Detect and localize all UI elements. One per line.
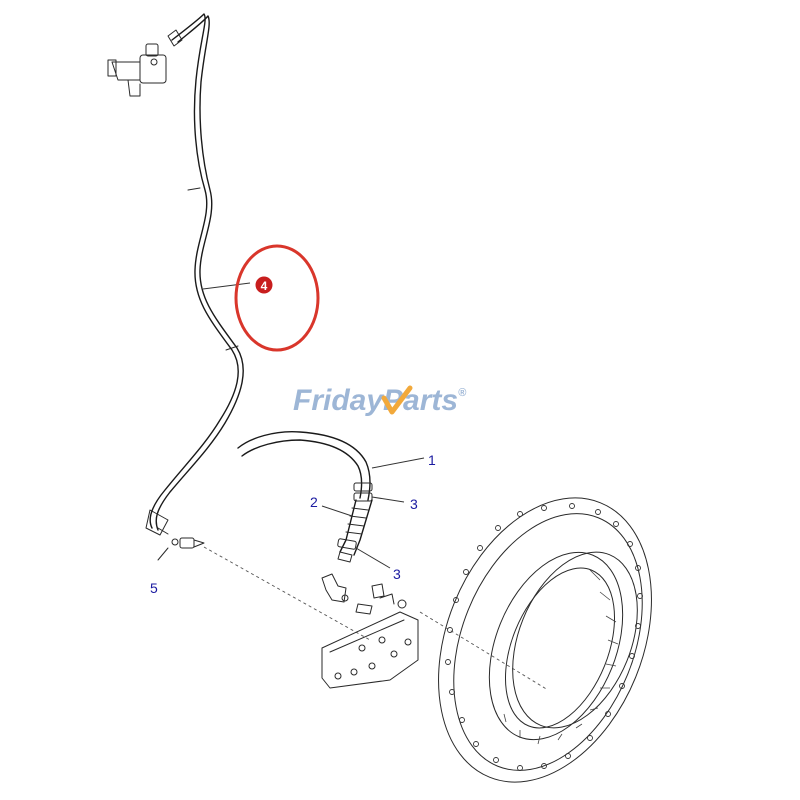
dashed-guide-2 bbox=[419, 611, 549, 691]
hose-parts-1-2 bbox=[237, 430, 373, 563]
bracket-plate bbox=[321, 611, 419, 689]
watermark-part2: Parts bbox=[383, 384, 458, 417]
watermark-part1: Friday bbox=[293, 384, 384, 417]
watermark-symbol: ® bbox=[458, 387, 467, 399]
callout-5: 5 bbox=[150, 580, 158, 596]
highlight-ring bbox=[234, 244, 320, 352]
leader-2 bbox=[321, 505, 353, 517]
dashed-guide bbox=[203, 546, 371, 641]
ring-bolt-holes bbox=[445, 503, 643, 771]
callout-badge-4 bbox=[255, 276, 273, 294]
leader-3a bbox=[371, 496, 405, 503]
fitting-part-5 bbox=[157, 537, 205, 561]
callout-4: 4 bbox=[261, 279, 268, 293]
valve-assembly bbox=[107, 43, 167, 97]
callout-3a: 3 bbox=[410, 496, 418, 512]
elbow-fittings bbox=[321, 573, 407, 615]
watermark-accent-check bbox=[381, 385, 413, 415]
leader-1 bbox=[371, 457, 425, 469]
watermark-logo: FridayParts® bbox=[293, 384, 467, 417]
callout-1: 1 bbox=[428, 452, 436, 468]
ring-housing bbox=[438, 497, 652, 783]
leader-3b bbox=[355, 547, 391, 569]
callout-2: 2 bbox=[310, 494, 318, 510]
tube-part-4 bbox=[145, 13, 244, 536]
callout-3b: 3 bbox=[393, 566, 401, 582]
leader-4 bbox=[202, 282, 251, 290]
ring-segments bbox=[503, 569, 619, 745]
